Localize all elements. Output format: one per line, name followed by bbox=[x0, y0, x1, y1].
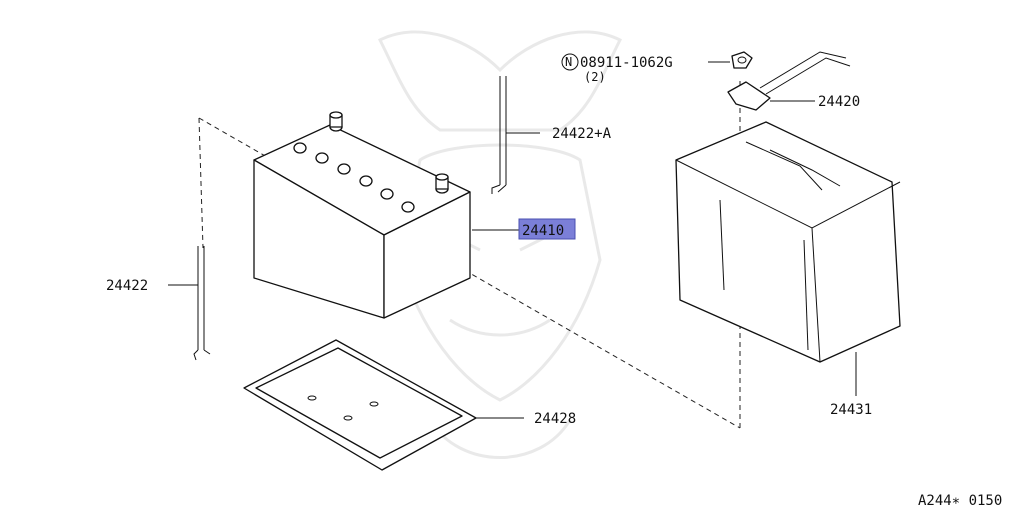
label-nut-qty: (2) bbox=[584, 70, 606, 84]
tray-24428[interactable] bbox=[243, 339, 524, 471]
holddown-24420[interactable] bbox=[727, 51, 851, 111]
label-24420[interactable]: 24420 bbox=[818, 94, 860, 110]
rod-24422a[interactable] bbox=[491, 76, 540, 194]
callout-nut: N 08911-1062G (2) bbox=[561, 53, 673, 84]
figure-code: A244∗ 0150 bbox=[918, 493, 1002, 509]
label-24422[interactable]: 24422 bbox=[106, 278, 148, 294]
battery-terminal-negative bbox=[435, 173, 449, 194]
nut-08911[interactable] bbox=[708, 51, 753, 69]
battery-vent-caps bbox=[293, 142, 415, 213]
highlight-box bbox=[518, 218, 576, 240]
battery-terminal-positive bbox=[329, 111, 343, 132]
label-24422a[interactable]: 24422+A bbox=[552, 126, 612, 142]
nut-symbol: N bbox=[565, 55, 572, 69]
label-24431[interactable]: 24431 bbox=[830, 402, 872, 418]
circle-n-symbol bbox=[561, 53, 579, 71]
cover-24431[interactable] bbox=[675, 121, 901, 396]
label-24410[interactable]: 24410 bbox=[522, 223, 564, 239]
label-nut-code[interactable]: 08911-1062G bbox=[580, 55, 673, 71]
rod-24422[interactable] bbox=[168, 246, 211, 361]
label-24410-group[interactable]: 24410 bbox=[472, 218, 576, 240]
battery-24410[interactable] bbox=[253, 111, 471, 319]
label-24428[interactable]: 24428 bbox=[534, 411, 576, 427]
